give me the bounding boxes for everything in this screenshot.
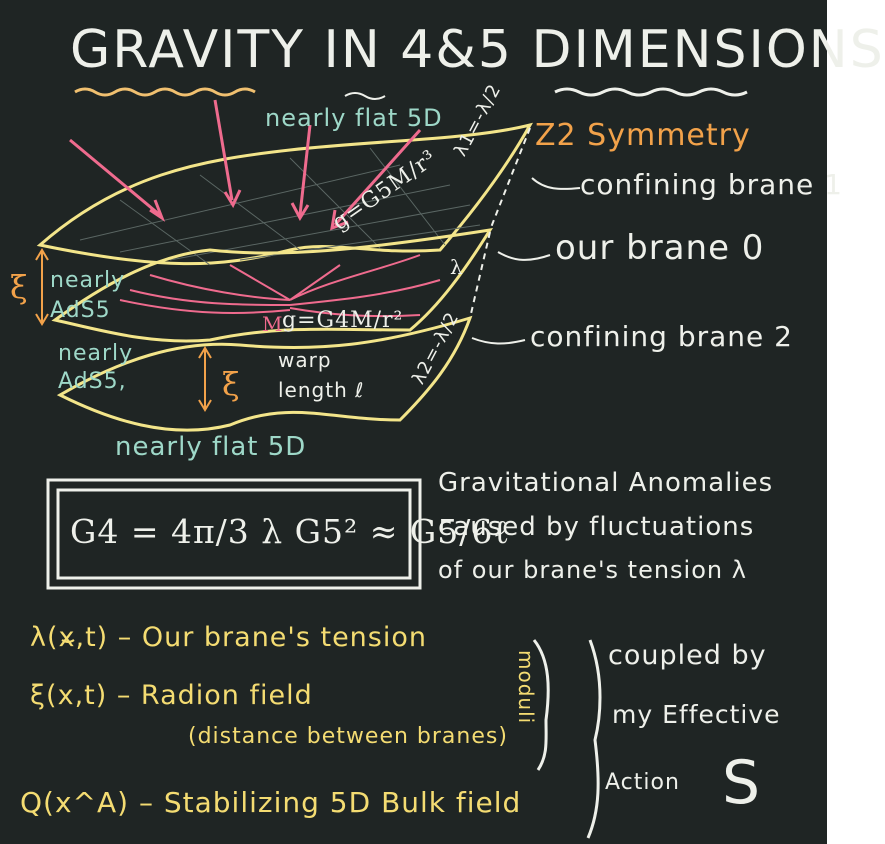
label-lambda-mid: λ xyxy=(450,255,464,279)
coupled-line-2: my Effective xyxy=(612,700,781,729)
label-warp-length: warp length ℓ xyxy=(278,348,365,402)
label-confining-brane-1: confining brane 1 xyxy=(580,168,843,201)
label-xi-mid: ξ xyxy=(222,365,241,403)
action-symbol: S xyxy=(722,748,762,818)
label-mass: M xyxy=(262,312,284,336)
definition-q: Q(x^A) – Stabilizing 5D Bulk field xyxy=(20,786,522,819)
label-z2-symmetry: Z2 Symmetry xyxy=(535,118,751,153)
anomalies-line-1: Gravitational Anomalies xyxy=(438,468,774,498)
label-g4-formula: g=G4M/r² xyxy=(282,308,404,333)
brane-diagram xyxy=(35,87,748,839)
anomalies-line-2: caused by fluctuations xyxy=(438,512,755,542)
label-xi-left: ξ xyxy=(10,268,29,306)
definition-lambda: λ(x,t) – Our brane's tension xyxy=(30,622,427,653)
label-nearly-ads-top: nearly AdS5 xyxy=(50,268,126,323)
definition-xi-note: (distance between branes) xyxy=(188,724,508,749)
coupled-line-1: coupled by xyxy=(608,640,767,671)
label-nearly-ads-bottom: nearly AdS5, xyxy=(58,341,134,394)
anomalies-line-3: of our brane's tension λ xyxy=(438,556,747,584)
label-nearly-flat-top: nearly flat 5D xyxy=(265,104,443,132)
label-nearly-flat-bottom: nearly flat 5D xyxy=(115,432,307,462)
board-title: GRAVITY IN 4&5 DIMENSIONS xyxy=(70,20,885,80)
equation-g4: G4 = 4π/3 λ G5² ≈ G5/6ℓ xyxy=(70,512,511,551)
definition-xi: ξ(x,t) – Radion field xyxy=(30,680,313,711)
moduli-label: moduli xyxy=(514,650,538,725)
coupled-line-3: Action xyxy=(605,770,680,795)
label-our-brane: our brane 0 xyxy=(555,228,765,268)
label-confining-brane-2: confining brane 2 xyxy=(530,320,793,353)
